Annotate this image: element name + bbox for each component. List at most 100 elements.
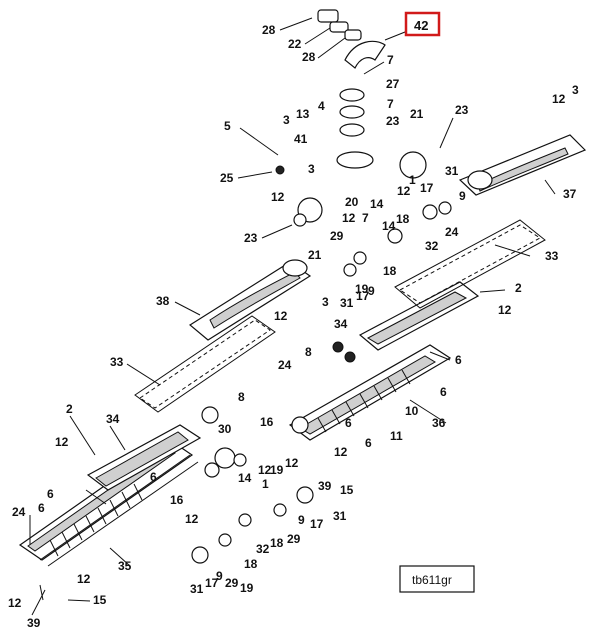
callout: 12 — [342, 211, 356, 225]
lower-left-cover — [85, 424, 202, 505]
callout: 17 — [420, 181, 434, 195]
drawing-code-label: tb611gr — [412, 573, 452, 587]
callout: 4 — [318, 99, 325, 113]
callout: 31 — [340, 296, 354, 310]
callout: 35 — [118, 559, 132, 573]
callout: 12 — [55, 435, 69, 449]
callout: 34 — [106, 412, 120, 426]
callout: 15 — [340, 483, 354, 497]
callout: 34 — [334, 317, 348, 331]
callout: 9 — [368, 284, 375, 298]
callout: 31 — [445, 164, 459, 178]
lower-left-aftercooler-housing — [18, 439, 199, 567]
callout: 12 — [258, 463, 272, 477]
callout: 6 — [365, 436, 372, 450]
lower-gasket-outline — [134, 315, 276, 413]
callout: 6 — [150, 470, 157, 484]
callout: 15 — [93, 593, 107, 607]
callout: 29 — [287, 532, 301, 546]
callout: 31 — [190, 582, 204, 596]
callout: 12 — [77, 572, 91, 586]
callout: 7 — [362, 211, 369, 225]
callout: 39 — [27, 616, 41, 630]
callout: 18 — [396, 212, 410, 226]
callout: 32 — [425, 239, 439, 253]
callout: 32 — [256, 542, 270, 556]
callout: 6 — [455, 353, 462, 367]
callout: 23 — [386, 114, 400, 128]
callout: 17 — [356, 289, 370, 303]
callout: 8 — [305, 345, 312, 359]
small-parts — [191, 151, 452, 564]
callout: 12 — [274, 309, 288, 323]
callout: 24 — [12, 505, 26, 519]
callout: 29 — [225, 576, 239, 590]
callout: 3 — [322, 295, 329, 309]
callout: 17 — [205, 576, 219, 590]
callout: 16 — [260, 415, 274, 429]
callout: 24 — [278, 358, 292, 372]
callout: 11 — [390, 429, 403, 443]
callout: 7 — [387, 97, 394, 111]
callout: 20 — [345, 195, 359, 209]
callout: 12 — [285, 456, 299, 470]
center-gasket — [399, 224, 541, 304]
callout: 2 — [66, 402, 73, 416]
callout: 6 — [345, 416, 352, 430]
callout: 13 — [296, 107, 310, 121]
callout: 3 — [308, 162, 315, 176]
callout: 23 — [455, 103, 469, 117]
callout: 18 — [270, 536, 284, 550]
upper-right-elbow-manifold — [458, 134, 587, 196]
callout: 1 — [262, 477, 269, 491]
callout: 6 — [47, 487, 54, 501]
callout: 10 — [405, 404, 419, 418]
center-gasket-outline — [394, 219, 546, 309]
callout: 41 — [294, 132, 308, 146]
callout-labels: 28 22 28 7 27 7 21 23 23 4 13 3 41 5 25 … — [8, 23, 579, 630]
center-aftercooler-housing — [288, 344, 452, 441]
callout: 21 — [308, 248, 322, 262]
crossover-pipe-stack — [317, 9, 386, 169]
callout: 12 — [8, 596, 22, 610]
callout: 33 — [545, 249, 559, 263]
callout: 23 — [244, 231, 258, 245]
callout: 12 — [185, 512, 199, 526]
callout: 19 — [270, 463, 284, 477]
upper-left-elbow-manifold — [188, 259, 312, 341]
callout: 36 — [432, 416, 446, 430]
callout: 30 — [218, 422, 232, 436]
callout: 31 — [333, 509, 347, 523]
callout: 18 — [244, 557, 258, 571]
callout: 1 — [409, 173, 416, 187]
callout: 16 — [170, 493, 184, 507]
highlighted-callout-label: 42 — [414, 18, 428, 33]
callout: 28 — [262, 23, 276, 37]
callout: 29 — [330, 229, 344, 243]
highlighted-callout-box[interactable]: 42 — [404, 11, 441, 37]
callout: 6 — [38, 501, 45, 515]
callout: 14 — [238, 471, 252, 485]
callout: 21 — [410, 107, 424, 121]
callout: 2 — [515, 281, 522, 295]
callout: 9 — [459, 189, 466, 203]
callout: 12 — [271, 190, 285, 204]
callout: 14 — [382, 219, 396, 233]
callout: 38 — [156, 294, 170, 308]
callout: 8 — [238, 390, 245, 404]
drawing-code-box: tb611gr — [399, 565, 475, 593]
callout: 17 — [310, 517, 324, 531]
center-cover — [358, 281, 480, 351]
callout: 39 — [318, 479, 332, 493]
callout: 12 — [552, 92, 566, 106]
callout: 24 — [445, 225, 459, 239]
callout: 3 — [572, 83, 579, 97]
callout: 12 — [397, 184, 411, 198]
callout: 3 — [283, 113, 290, 127]
callout: 7 — [387, 53, 394, 67]
lower-gasket — [139, 319, 271, 409]
callout: 19 — [355, 282, 369, 296]
callout: 9 — [298, 513, 305, 527]
callout: 27 — [386, 77, 400, 91]
callout: 12 — [334, 445, 348, 459]
